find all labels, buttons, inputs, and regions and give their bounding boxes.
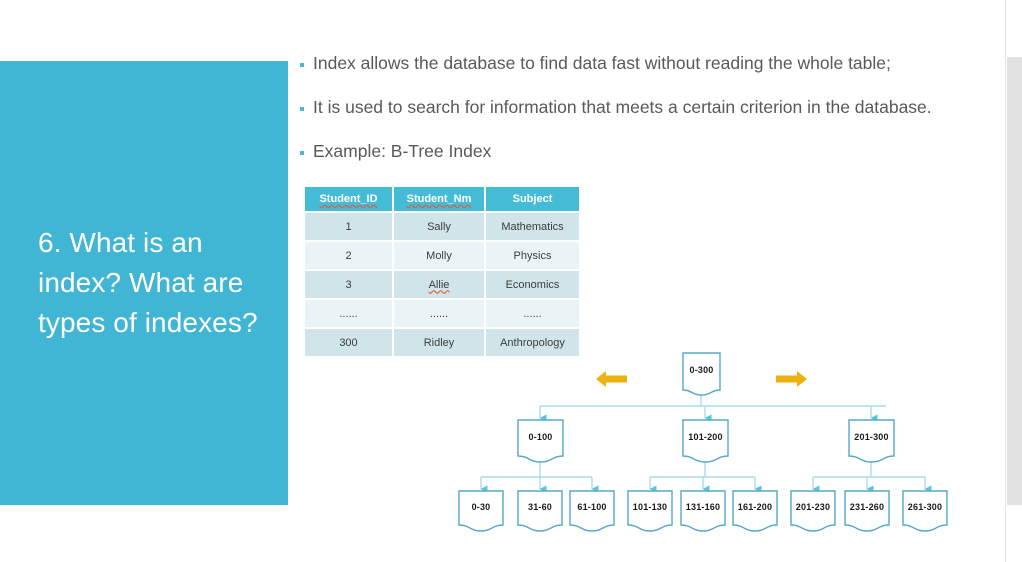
- tree-node-root: 0-300: [689, 365, 714, 376]
- table-row: 3 Allie Economics: [305, 270, 579, 300]
- cell-student-nm: Molly: [393, 241, 486, 271]
- vertical-scrollbar[interactable]: [1005, 0, 1022, 562]
- cell-student-id: 1: [305, 212, 394, 242]
- tree-leaf-3: 101-130: [632, 502, 668, 513]
- bullet-dot-icon: [300, 107, 304, 111]
- tree-node-level2-2: 201-300: [854, 432, 889, 443]
- column-header-student-id: Student_ID: [305, 187, 394, 213]
- cell-student-id: ......: [305, 299, 394, 329]
- tree-leaf-8: 261-300: [907, 502, 943, 513]
- tree-leaf-1: 31-60: [527, 502, 553, 513]
- bullet-item: It is used to search for information tha…: [300, 97, 1012, 141]
- student-table: Student_ID Student_Nm Subject 1 Sally Ma…: [305, 187, 579, 358]
- cell-subject: Anthropology: [485, 328, 579, 358]
- tree-leaf-0: 0-30: [471, 502, 491, 513]
- table-row: ...... ...... ......: [305, 299, 579, 329]
- tree-leaf-7: 231-260: [849, 502, 885, 513]
- table-row: 2 Molly Physics: [305, 241, 579, 271]
- scrollbar-thumb[interactable]: [1007, 57, 1022, 505]
- bullet-text: It is used to search for information tha…: [313, 97, 932, 117]
- table-header-row: Student_ID Student_Nm Subject: [305, 187, 579, 213]
- bullet-dot-icon: [300, 63, 304, 67]
- left-arrow-icon: [596, 371, 627, 387]
- column-header-subject: Subject: [485, 187, 579, 213]
- cell-student-id: 300: [305, 328, 394, 358]
- tree-leaf-2: 61-100: [577, 502, 607, 513]
- title-panel: 6. What is an index? What are types of i…: [0, 61, 288, 505]
- cell-subject: Mathematics: [485, 212, 579, 242]
- cell-subject: ......: [485, 299, 579, 329]
- bullet-text: Example: B-Tree Index: [313, 141, 492, 161]
- bullet-item: Example: B-Tree Index: [300, 141, 1012, 185]
- cell-student-nm: Ridley: [393, 328, 486, 358]
- tree-node-level2-1: 101-200: [688, 432, 723, 443]
- cell-student-nm: Sally: [393, 212, 486, 242]
- tree-leaf-6: 201-230: [795, 502, 831, 513]
- bullet-list: Index allows the database to find data f…: [300, 53, 1012, 185]
- cell-subject: Economics: [485, 270, 579, 300]
- table-row: 1 Sally Mathematics: [305, 212, 579, 242]
- tree-node-level2-0: 0-100: [528, 432, 553, 443]
- cell-subject: Physics: [485, 241, 579, 271]
- bullet-text: Index allows the database to find data f…: [313, 53, 891, 73]
- tree-leaf-5: 161-200: [737, 502, 773, 513]
- cell-student-id: 3: [305, 270, 394, 300]
- bullet-dot-icon: [300, 151, 304, 155]
- cell-student-id: 2: [305, 241, 394, 271]
- table-row: 300 Ridley Anthropology: [305, 328, 579, 358]
- right-arrow-icon: [776, 371, 807, 387]
- tree-leaf-4: 131-160: [685, 502, 721, 513]
- cell-student-nm: ......: [393, 299, 486, 329]
- bullet-item: Index allows the database to find data f…: [300, 53, 1012, 97]
- column-header-student-nm: Student_Nm: [393, 187, 486, 213]
- page-title: 6. What is an index? What are types of i…: [38, 227, 258, 338]
- cell-student-nm: Allie: [393, 270, 486, 300]
